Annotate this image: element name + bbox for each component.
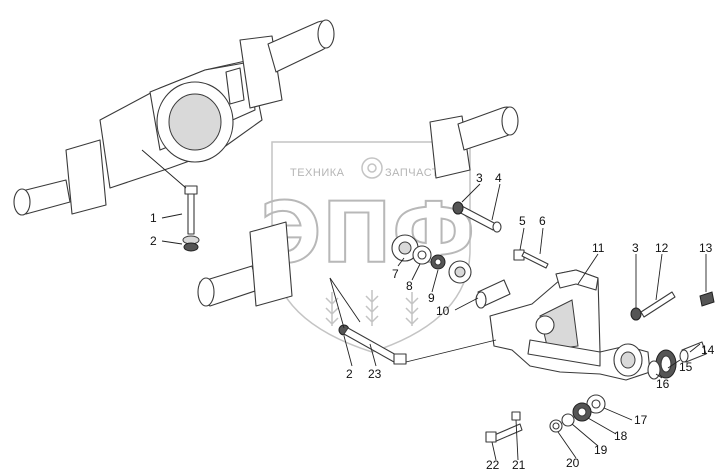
callout-16: 16	[656, 377, 670, 391]
ring-stack-lower	[549, 394, 606, 433]
callout-12: 12	[655, 241, 669, 255]
watermark-gear-icon	[361, 157, 383, 179]
callout-3-top: 3	[476, 171, 483, 185]
right-bolt-assembly	[630, 291, 676, 321]
callout-8: 8	[406, 279, 413, 293]
pin-assembly	[475, 249, 549, 309]
callout-11: 11	[592, 241, 605, 255]
grease-fitting	[679, 291, 715, 363]
callout-labels: 1 2 3 4 5 6 7 8 9 10 11 3 12 13 14 15 16…	[150, 171, 715, 472]
left-bolt-assembly	[182, 185, 200, 252]
callout-19: 19	[594, 443, 608, 457]
callout-3-right: 3	[632, 241, 639, 255]
callout-13: 13	[699, 241, 713, 255]
callout-14: 14	[701, 343, 715, 357]
watermark-wheat-icon	[325, 290, 419, 326]
ring-stack-right	[647, 349, 677, 380]
lower-axle-housing	[197, 106, 519, 307]
ring-stack-left	[391, 234, 472, 284]
callout-7: 7	[392, 267, 399, 281]
callout-21: 21	[512, 458, 526, 472]
lower-bolt-assembly	[485, 411, 523, 443]
callout-23: 23	[368, 367, 382, 381]
callout-22: 22	[486, 458, 500, 472]
callout-4: 4	[495, 171, 502, 185]
callout-5: 5	[519, 214, 526, 228]
callout-15: 15	[679, 360, 693, 374]
suspension-arm	[489, 269, 651, 381]
top-bolt-assembly	[452, 201, 502, 233]
callout-18: 18	[614, 429, 628, 443]
callout-6: 6	[539, 214, 546, 228]
callout-17: 17	[634, 413, 648, 427]
callout-20: 20	[566, 456, 580, 470]
callout-2-left: 2	[150, 234, 157, 248]
callout-9: 9	[428, 291, 435, 305]
long-bolt-assembly	[338, 324, 407, 365]
upper-axle-housing	[13, 19, 335, 216]
callout-2-bottom: 2	[346, 367, 353, 381]
watermark-text-left: ТЕХНИКА	[290, 167, 345, 179]
callout-1: 1	[150, 211, 157, 225]
leader-lines	[141, 149, 707, 461]
callout-10: 10	[436, 304, 450, 318]
watermark-text-right: ЗАПЧАСТИ	[385, 167, 447, 179]
